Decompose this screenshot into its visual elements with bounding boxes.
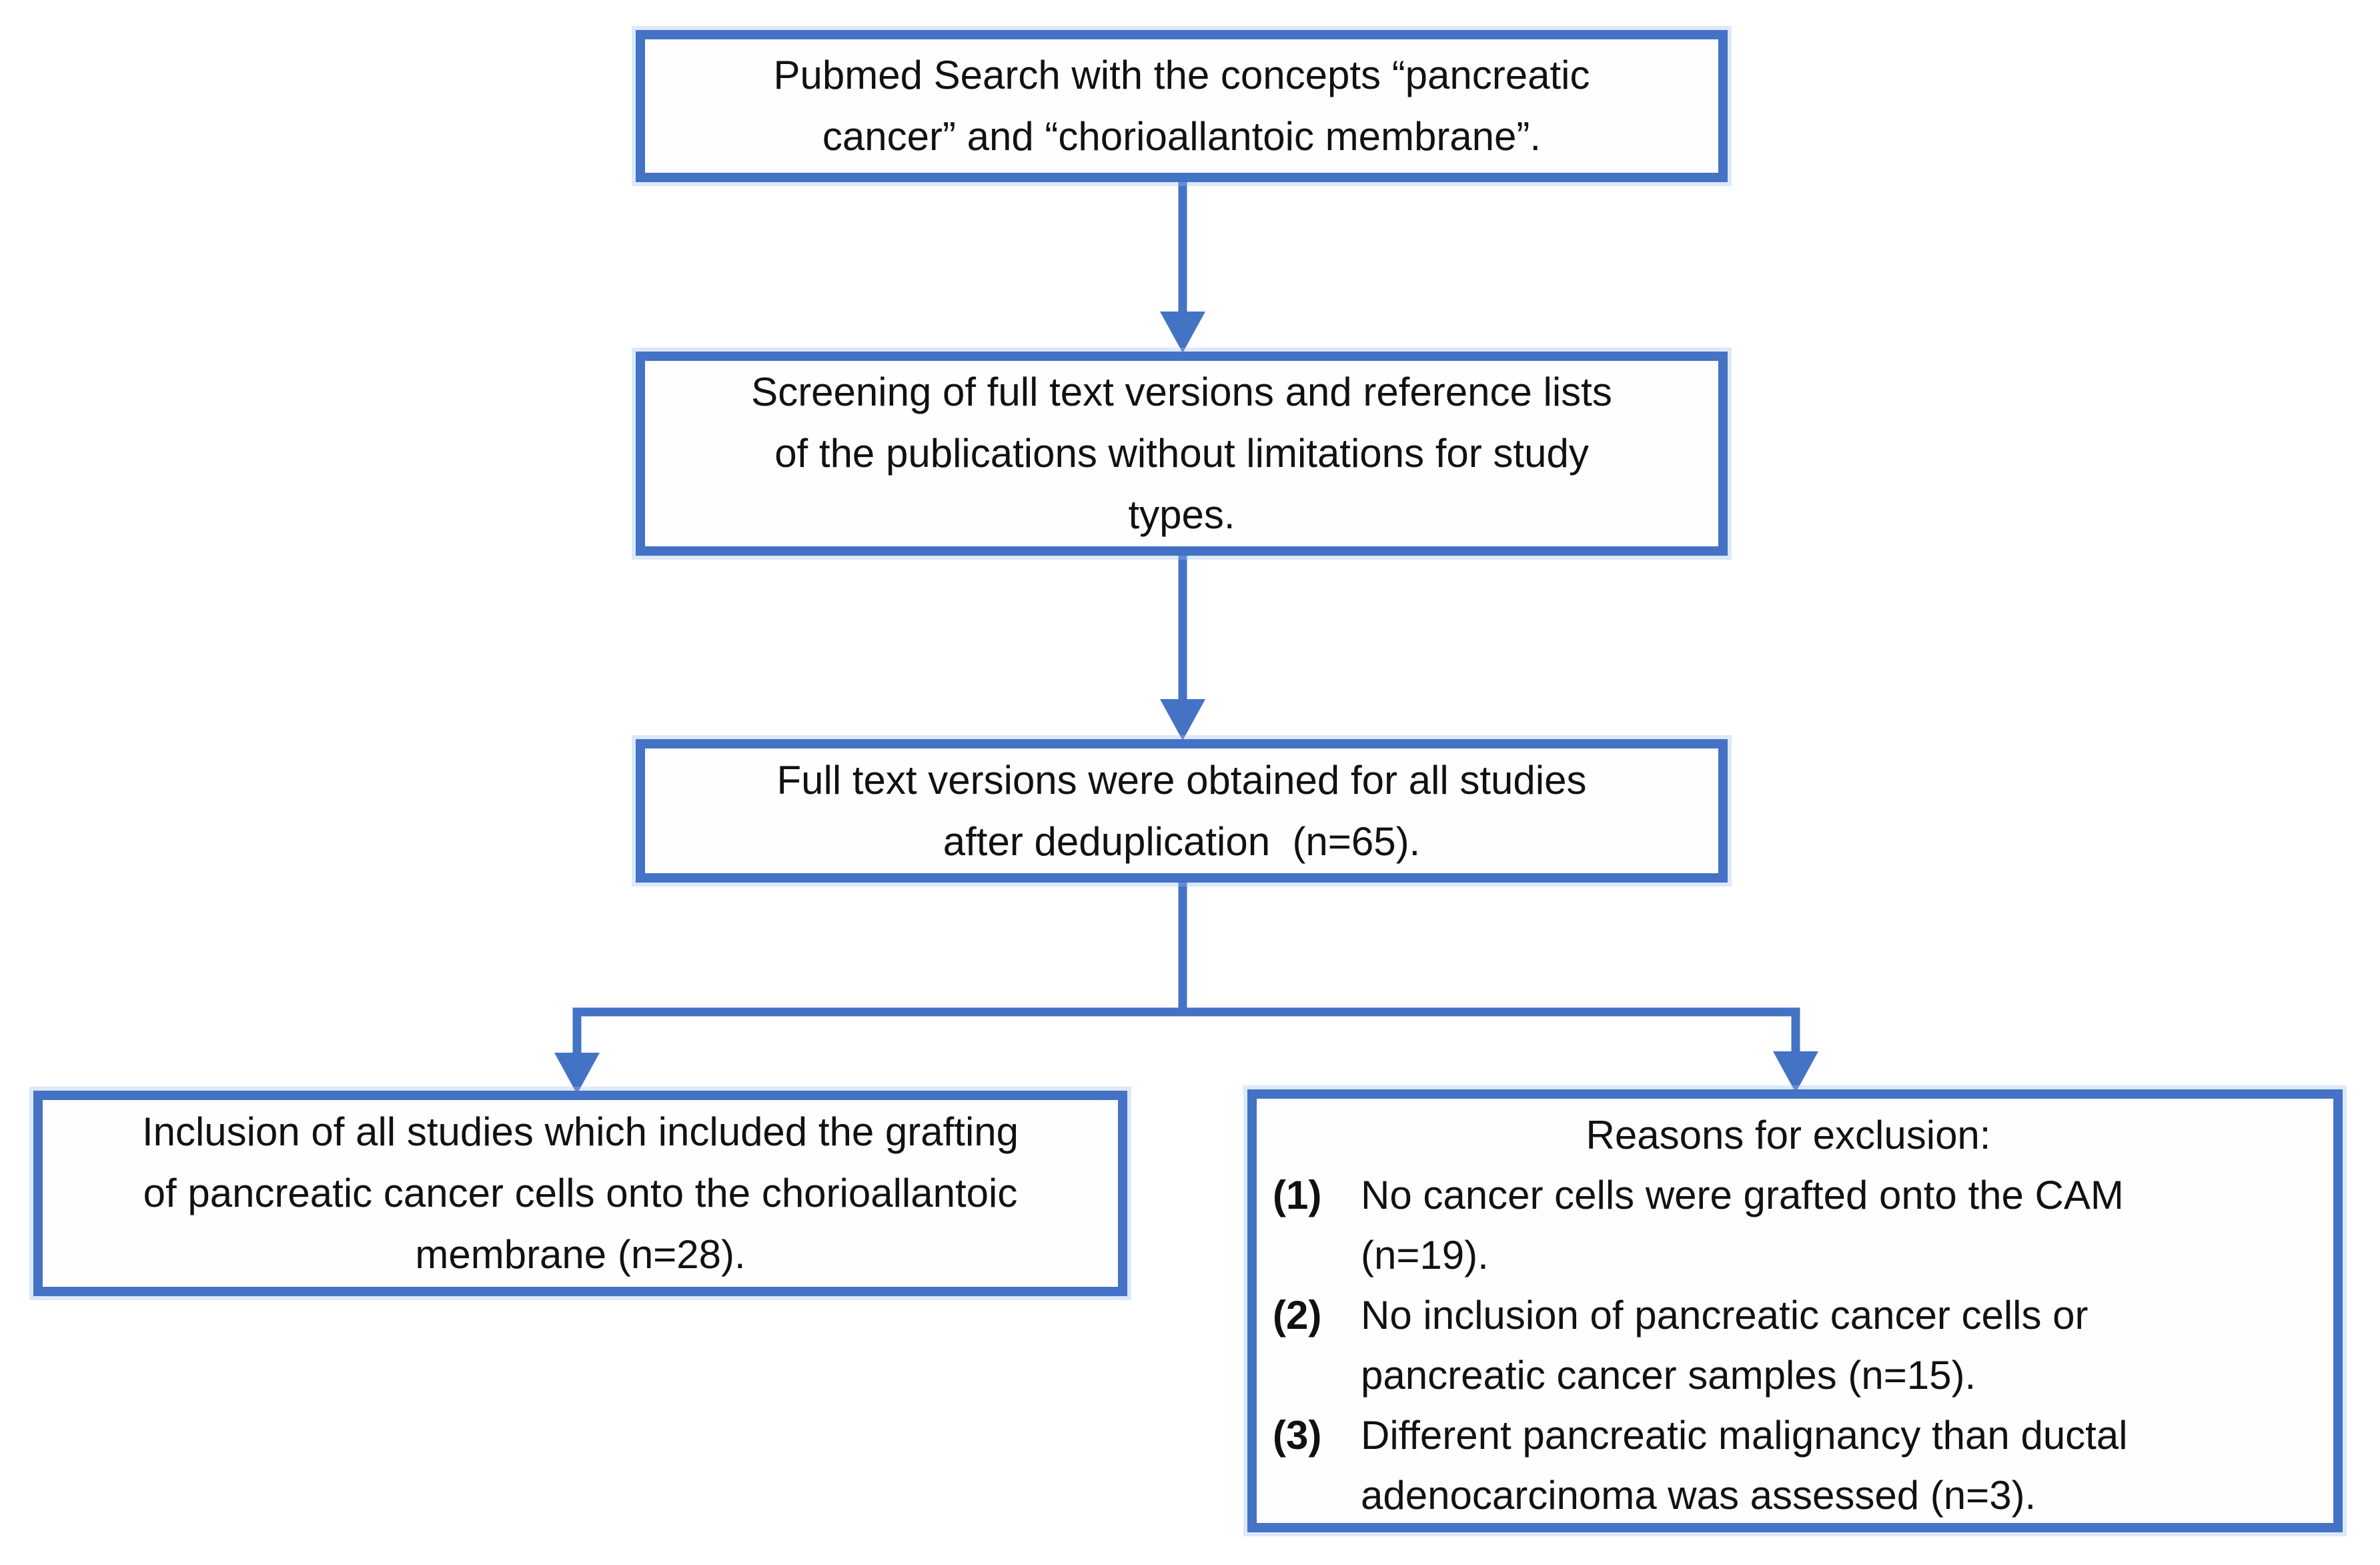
exclusion-item-text: Different pancreatic malignancy than duc… <box>1361 1413 2128 1518</box>
pubmed-search-text: Pubmed Search with the concepts “pancrea… <box>773 53 1590 159</box>
box-pubmed-search: Pubmed Search with the concepts “pancrea… <box>636 30 1728 182</box>
arrow-down-icon <box>1160 312 1205 353</box>
arrow-down-icon <box>1773 1051 1818 1093</box>
box-screening: Screening of full text versions and refe… <box>636 352 1728 556</box>
exclusion-item-marker: (2) <box>1273 1293 1322 1338</box>
arrow-down-icon <box>1160 699 1205 740</box>
box-exclusion-reasons: Reasons for exclusion: (1) No cancer cel… <box>1247 1089 2343 1532</box>
inclusion-text: Inclusion of all studies which included … <box>141 1109 1019 1277</box>
exclusion-item-text: No cancer cells were grafted onto the CA… <box>1361 1173 2124 1277</box>
exclusion-item: (2) No inclusion of pancreatic cancer ce… <box>1267 1285 2309 1406</box>
exclusion-item-text: No inclusion of pancreatic cancer cells … <box>1361 1293 2089 1398</box>
exclusion-item-marker: (1) <box>1273 1173 1322 1217</box>
full-text-obtained-text: Full text versions were obtained for all… <box>776 757 1587 864</box>
exclusion-item: (1) No cancer cells were grafted onto th… <box>1267 1165 2309 1285</box>
arrow-down-icon <box>554 1053 600 1094</box>
box-inclusion: Inclusion of all studies which included … <box>33 1091 1127 1296</box>
exclusion-heading: Reasons for exclusion: <box>1586 1113 1991 1157</box>
box-full-text-obtained: Full text versions were obtained for all… <box>636 739 1728 883</box>
connector-branch <box>572 1007 1800 1056</box>
screening-text: Screening of full text versions and refe… <box>751 370 1612 537</box>
exclusion-item: (3) Different pancreatic malignancy than… <box>1267 1406 2309 1526</box>
exclusion-item-marker: (3) <box>1273 1413 1322 1458</box>
